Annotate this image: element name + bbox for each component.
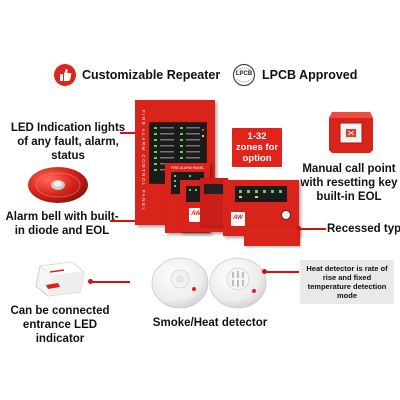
entrance-led-label: Can be connected entrance LED indicator	[10, 305, 110, 345]
lpcb-logo: LPCB	[232, 63, 256, 87]
panel-side-text: FIRE ALARM CONTROL PANEL	[141, 110, 146, 212]
bell-connector-line	[110, 220, 144, 222]
smoke-heat-label: Smoke/Heat detector	[152, 317, 268, 329]
recessed-connector-dot	[296, 226, 301, 231]
entrance-connector-dot	[88, 279, 93, 284]
recessed-panel-display	[235, 186, 287, 202]
alarm-bell-label: Alarm bell with built-in diode and EOL	[5, 211, 119, 237]
heat-connector-dot	[262, 269, 267, 274]
small-panel-logo: AW	[189, 208, 203, 222]
repeater-display	[204, 184, 224, 194]
lpcb-badge: LPCB LPCB Approved	[232, 63, 372, 87]
flush-panel-base	[244, 226, 300, 246]
recessed-connector-line	[300, 228, 326, 230]
customizable-repeater-label: Customizable Repeater	[82, 68, 221, 82]
entrance-led-indicator	[32, 258, 90, 298]
recessed-panel-key	[281, 210, 291, 220]
smoke-detector	[150, 255, 210, 310]
manual-call-point	[328, 110, 374, 154]
heat-connector-line	[266, 271, 299, 273]
recessed-type-label: Recessed type	[327, 223, 400, 235]
customizable-badge: Customizable Repeater	[54, 64, 224, 86]
entrance-connector-line	[92, 281, 130, 283]
heat-detector-callout: Heat detector is rate of rise and fixed …	[300, 260, 394, 304]
heat-detector	[208, 255, 268, 310]
lpcb-approved-label: LPCB Approved	[262, 68, 358, 82]
led-connector-line	[120, 132, 147, 134]
recessed-panel-logo: AW	[231, 212, 245, 226]
zones-callout: 1-32 zones for option	[232, 128, 282, 167]
alarm-bell	[26, 165, 90, 205]
manual-call-point-label: Manual call point with resetting key bui…	[300, 163, 398, 203]
thumbs-up-icon	[54, 64, 76, 86]
led-indication-label: LED Indication lights of any fault, alar…	[10, 122, 126, 162]
